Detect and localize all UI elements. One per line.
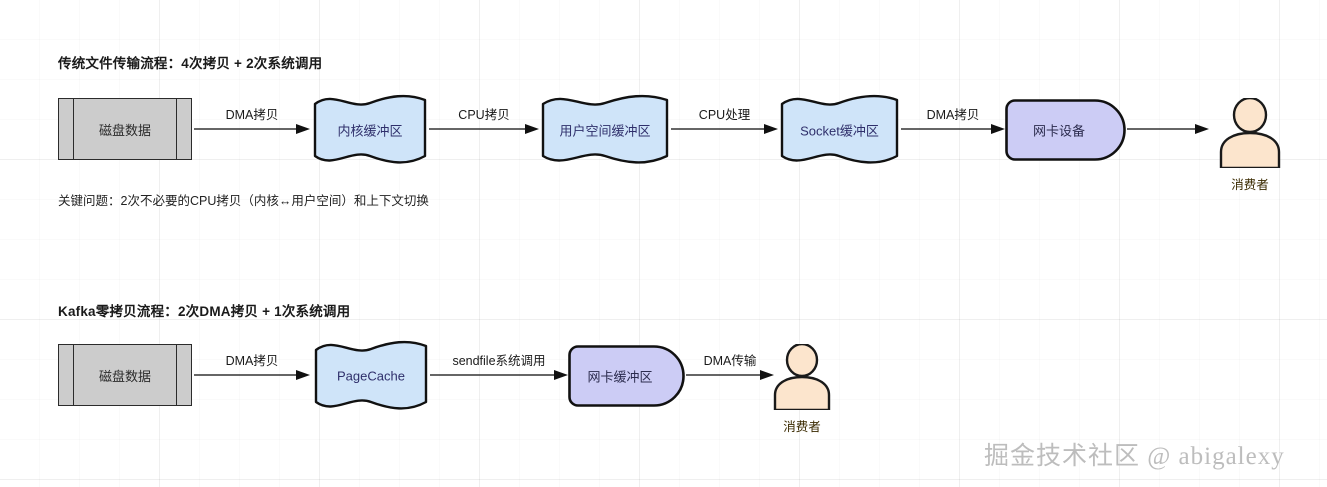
section-title-zerocopy: Kafka零拷贝流程：2次DMA拷贝 + 1次系统调用 bbox=[58, 304, 351, 319]
arrow-cpu-process: CPU处理 bbox=[671, 108, 778, 135]
arrow-cpu-copy: CPU拷贝 bbox=[429, 108, 539, 135]
note-traditional: 关键问题：2次不必要的CPU拷贝（内核↔用户空间）和上下文切换 bbox=[58, 194, 429, 208]
disk-divider-right bbox=[176, 99, 177, 159]
arrow-dma-copy-3: DMA拷贝 bbox=[194, 354, 310, 381]
actor-consumer-2: 消费者 bbox=[770, 344, 834, 434]
arrow-dma-copy-1: DMA拷贝 bbox=[194, 108, 310, 135]
arrow-label: DMA拷贝 bbox=[926, 108, 980, 122]
node-label: 磁盘数据 bbox=[98, 368, 151, 384]
disk-divider-right bbox=[176, 345, 177, 405]
arrow-label: sendfile系统调用 bbox=[452, 354, 546, 368]
arrow-label: CPU处理 bbox=[698, 108, 751, 122]
actor-label: 消费者 bbox=[1231, 178, 1269, 192]
node-nic-buffer: 网卡缓冲区 bbox=[568, 345, 686, 407]
watermark: 掘金技术社区 @ abigalexy bbox=[984, 443, 1285, 470]
node-disk-data-2: 磁盘数据 bbox=[58, 344, 192, 406]
node-pagecache: PageCache bbox=[312, 340, 430, 412]
node-label: 磁盘数据 bbox=[98, 122, 151, 138]
disk-divider-left bbox=[73, 99, 74, 159]
arrow-label: CPU拷贝 bbox=[458, 108, 510, 122]
arrow-label: DMA拷贝 bbox=[225, 108, 279, 122]
disk-divider-left bbox=[73, 345, 74, 405]
node-socket-buffer: Socket缓冲区 bbox=[778, 94, 901, 166]
arrow-label: DMA拷贝 bbox=[225, 354, 279, 368]
arrow-label: DMA传输 bbox=[703, 354, 757, 368]
node-user-space-buffer: 用户空间缓冲区 bbox=[539, 94, 671, 166]
arrow-dma-copy-2: DMA拷贝 bbox=[901, 108, 1005, 135]
actor-label: 消费者 bbox=[783, 420, 821, 434]
section-title-traditional: 传统文件传输流程：4次拷贝 + 2次系统调用 bbox=[58, 56, 323, 71]
node-disk-data-1: 磁盘数据 bbox=[58, 98, 192, 160]
arrow-dma-transfer: DMA传输 bbox=[686, 354, 774, 381]
node-kernel-buffer: 内核缓冲区 bbox=[311, 94, 429, 166]
arrow-sendfile-syscall: sendfile系统调用 bbox=[430, 354, 568, 381]
arrow-to-consumer-1 bbox=[1127, 123, 1209, 135]
actor-consumer-1: 消费者 bbox=[1213, 98, 1287, 192]
node-nic-device: 网卡设备 bbox=[1005, 99, 1127, 161]
